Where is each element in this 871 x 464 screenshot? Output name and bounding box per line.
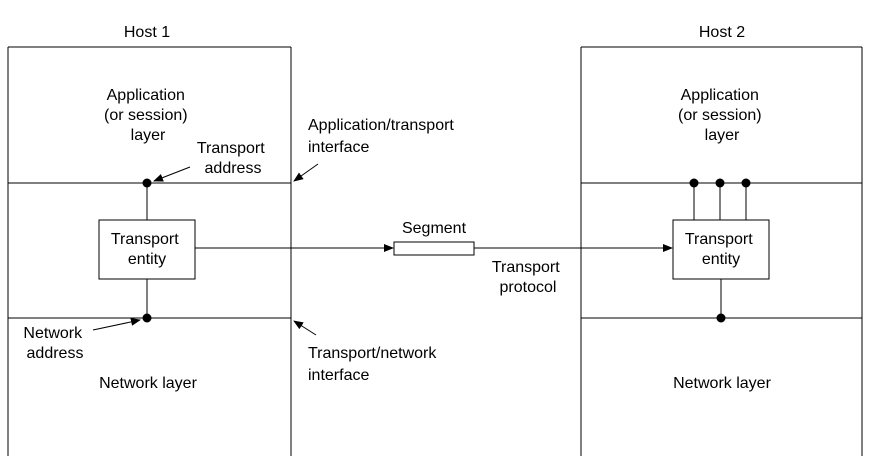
- host2-transport-entity-label: Transport entity: [685, 231, 757, 268]
- segment-label: Segment: [402, 220, 467, 237]
- host1-network-address-arrow: [92, 317, 141, 331]
- host1-transport-entity-box: [98, 219, 196, 280]
- host1-transport-entity-label: Transport entity: [111, 231, 183, 268]
- host2-network-address-dot: [716, 313, 726, 323]
- host2-network-layer-label: Network layer: [673, 375, 771, 392]
- app-transport-interface-arrow: [293, 163, 319, 182]
- host2-title: Host 2: [699, 24, 745, 41]
- host1-network-layer-label: Network layer: [99, 375, 197, 392]
- host1-network-address-dot: [142, 313, 152, 323]
- host2-transport-address-dot-2: [715, 178, 725, 188]
- host2-transport-entity-box: [672, 219, 770, 280]
- transport-network-interface-label: Transport/network interface: [308, 345, 441, 384]
- host1-title: Host 1: [124, 24, 170, 41]
- segment-box: [393, 241, 475, 256]
- host1-application-layer-label: Application (or session) layer: [104, 87, 192, 144]
- host2-transport-address-dot-3: [741, 178, 751, 188]
- host1-transport-address-label: Transport address: [197, 140, 269, 177]
- host1-network-address-label: Network address: [23, 325, 86, 362]
- host2-transport-address-dot-1: [689, 178, 699, 188]
- transport-protocol-label: Transport protocol: [492, 259, 564, 296]
- transport-network-interface-arrow: [293, 320, 317, 336]
- host2-application-layer-label: Application (or session) layer: [678, 87, 766, 144]
- app-transport-interface-label: Application/transport interface: [308, 117, 458, 156]
- host1-transport-address-arrow: [153, 166, 191, 182]
